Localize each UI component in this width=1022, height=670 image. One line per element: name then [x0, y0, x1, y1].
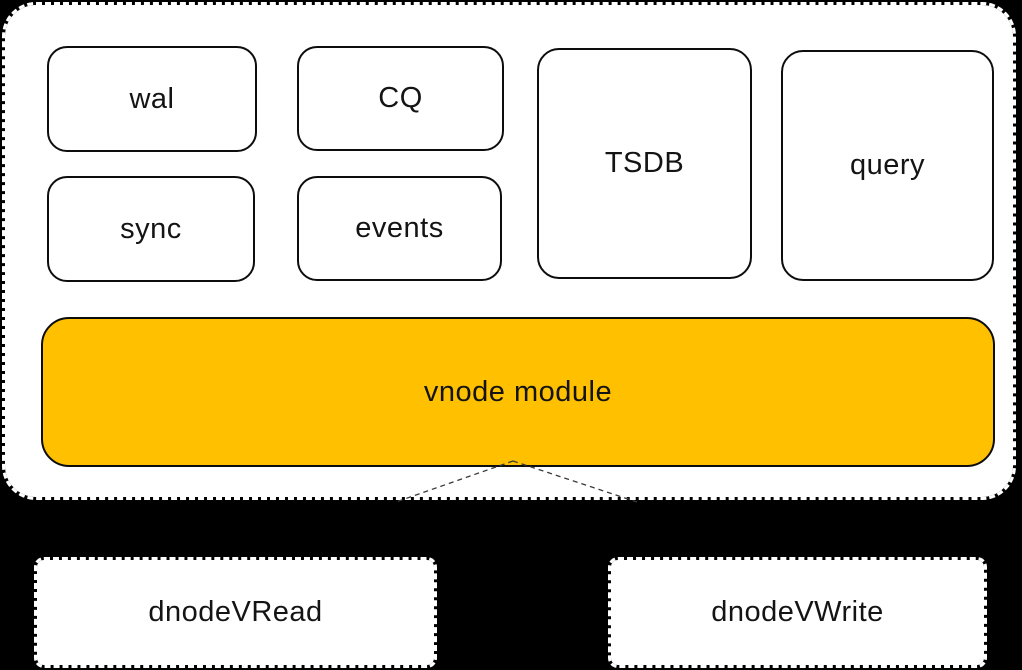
module-box-wal: wal: [47, 46, 257, 152]
module-label-wal: wal: [129, 82, 175, 115]
module-box-events: events: [297, 176, 502, 281]
dnode-vwrite-label: dnodeVWrite: [711, 596, 884, 628]
module-label-cq: CQ: [378, 82, 423, 114]
module-label-tsdb: TSDB: [604, 147, 685, 179]
module-label-sync: sync: [120, 212, 182, 245]
module-box-sync: sync: [47, 176, 255, 282]
vnode-module-box: vnode module: [41, 317, 995, 467]
vnode-module-label: vnode module: [423, 375, 613, 408]
module-box-cq: CQ: [297, 46, 504, 151]
dnode-vread-label: dnodeVRead: [148, 596, 323, 628]
module-box-tsdb: TSDB: [537, 48, 752, 279]
vnode-container: wal CQ sync events TSDB query vnode modu…: [2, 2, 1016, 500]
module-label-query: query: [849, 149, 926, 181]
module-box-query: query: [781, 50, 994, 281]
dnode-vwrite-box: dnodeVWrite: [608, 557, 987, 668]
dnode-vread-box: dnodeVRead: [34, 557, 437, 668]
module-label-events: events: [355, 212, 444, 244]
